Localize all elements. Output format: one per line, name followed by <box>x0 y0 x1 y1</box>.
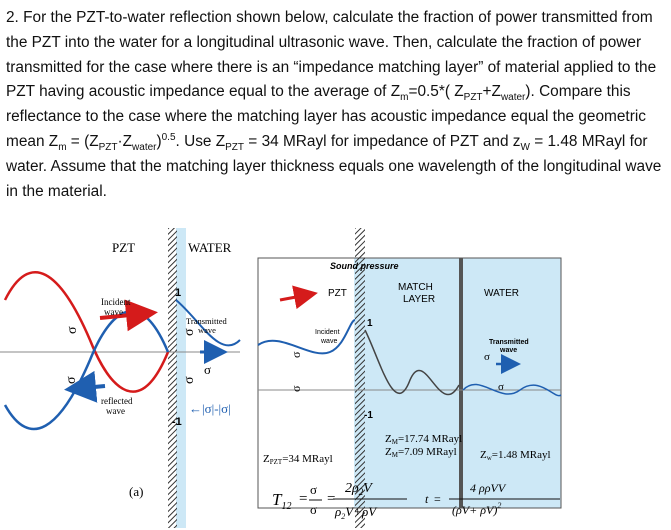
incident-label-a2: wave <box>104 307 123 317</box>
pzt-interface-b <box>355 228 365 528</box>
match-label-1: MATCH <box>398 282 433 293</box>
z-pzt-label: ZPZT=34 MRayl <box>263 453 333 466</box>
problem-text-7: = 1.48 MRayl for water. Assume that the … <box>6 132 662 200</box>
zm-label-2: ZM=7.09 MRayl <box>385 446 457 459</box>
pzt-label-a: PZT <box>112 240 135 255</box>
t12-eq1: = <box>299 491 307 507</box>
problem-text-2: =0.5*( <box>408 83 450 101</box>
t12-symbol: T12 <box>272 490 291 512</box>
dot-z: ·Z <box>117 132 133 150</box>
reflected-label-a: reflected <box>101 396 133 406</box>
t12-denominator: ρ2V+ρV <box>334 504 378 521</box>
sigma-t-b: σ <box>484 351 490 363</box>
t12-eq2: = <box>327 491 335 507</box>
t-eq: = <box>434 492 441 506</box>
exponent: 0.5 <box>161 131 176 143</box>
reflected-label-a2: wave <box>106 406 125 416</box>
sound-pressure-label: Sound pressure <box>330 261 399 271</box>
sigma-i-a: σ <box>65 326 80 334</box>
sub-water-2: water <box>132 142 157 154</box>
incident-wave-b <box>257 319 356 355</box>
sigma-r-a: σ <box>64 376 79 384</box>
t-symbol: t <box>425 492 429 506</box>
marker-m1-b: -1 <box>364 410 373 421</box>
water-region-b <box>354 258 561 508</box>
sub-pzt-3: PZT <box>225 142 245 154</box>
sub-pzt-2: PZT <box>98 142 118 154</box>
transmitted-wave-a <box>175 299 241 347</box>
figure-a: PZT WATER Incident wave Transmitted wave… <box>0 228 241 528</box>
sigma-t-b2: σ <box>498 381 504 393</box>
incident-arrow-b <box>279 285 318 310</box>
incident-wave-a <box>3 270 170 393</box>
incident-arrow-a <box>99 299 158 332</box>
match-water-interface <box>459 258 463 508</box>
problem-number: 2. <box>6 9 19 26</box>
plus-z: +Z <box>482 83 501 101</box>
t-numerator: 4 ρρVV <box>470 481 507 495</box>
transmitted-label-a2: wave <box>198 325 216 335</box>
sub-m: m <box>400 92 409 104</box>
incident-label-b: Incident <box>315 329 340 336</box>
problem-text-5: . Use Z <box>175 132 226 150</box>
transmitted-label-a: Transmitted <box>186 316 228 326</box>
water-label-a: WATER <box>188 240 232 255</box>
problem-text-3: ). Compare this reflectance to the case … <box>6 83 646 150</box>
marker-1-a: 1 <box>175 287 181 299</box>
sigma-t-a: σ <box>182 328 197 336</box>
problem-text-4: = (Z <box>66 132 99 150</box>
match-layer-wave <box>364 329 460 396</box>
figure-b-frame <box>257 257 562 509</box>
caption-a: (a) <box>129 484 143 499</box>
sub-w: W <box>520 142 530 154</box>
figure-b: Sound pressure PZT MATCH LAYER WATER Inc… <box>257 228 562 528</box>
sigma-t-a3: σ <box>204 362 211 377</box>
abs-expression-a: ←|σ|-|σ| <box>189 401 231 416</box>
sub-pzt: PZT <box>463 92 483 104</box>
zm-label-1: ZM=17.74 MRayl <box>385 433 462 446</box>
transmitted-label-b: Transmitted <box>489 339 529 346</box>
zw-label: Zw=1.48 MRayl <box>480 449 551 462</box>
transmitted-wave-b <box>462 383 562 397</box>
pzt-label-b: PZT <box>328 288 347 299</box>
t-denominator: (ρV+ ρV)2 <box>452 501 501 517</box>
water-strip <box>176 228 186 528</box>
sigma-i-frac: σ <box>310 502 317 517</box>
sigma-t-frac: σ <box>310 482 317 497</box>
pzt-interface-hatch <box>168 228 177 528</box>
sigma-r-b: σ <box>289 351 303 358</box>
marker-m1-a: -1 <box>172 416 182 428</box>
incident-label-b2: wave <box>320 338 337 345</box>
transmitted-label-b2: wave <box>499 347 517 354</box>
t12-numerator: 2ρ2V <box>345 481 373 497</box>
sigma-t-a2: σ <box>182 376 197 384</box>
incident-label-a: Incident <box>101 297 131 307</box>
marker-1-b: 1 <box>367 318 373 329</box>
problem-text-6: = 34 MRayl for impedance of PZT and z <box>244 132 521 150</box>
sigma-i-b: σ <box>289 385 303 392</box>
reflected-wave-a <box>3 310 170 431</box>
match-label-2: LAYER <box>403 294 435 305</box>
problem-statement: 2. For the PZT-to-water reflection shown… <box>6 9 662 200</box>
sub-m-2: m <box>58 142 67 154</box>
water-label-b: WATER <box>484 288 519 299</box>
sub-water: water <box>500 92 526 104</box>
problem-text-1: For the PZT-to-water reflection shown be… <box>6 9 657 101</box>
reflected-arrow-a <box>64 370 106 403</box>
